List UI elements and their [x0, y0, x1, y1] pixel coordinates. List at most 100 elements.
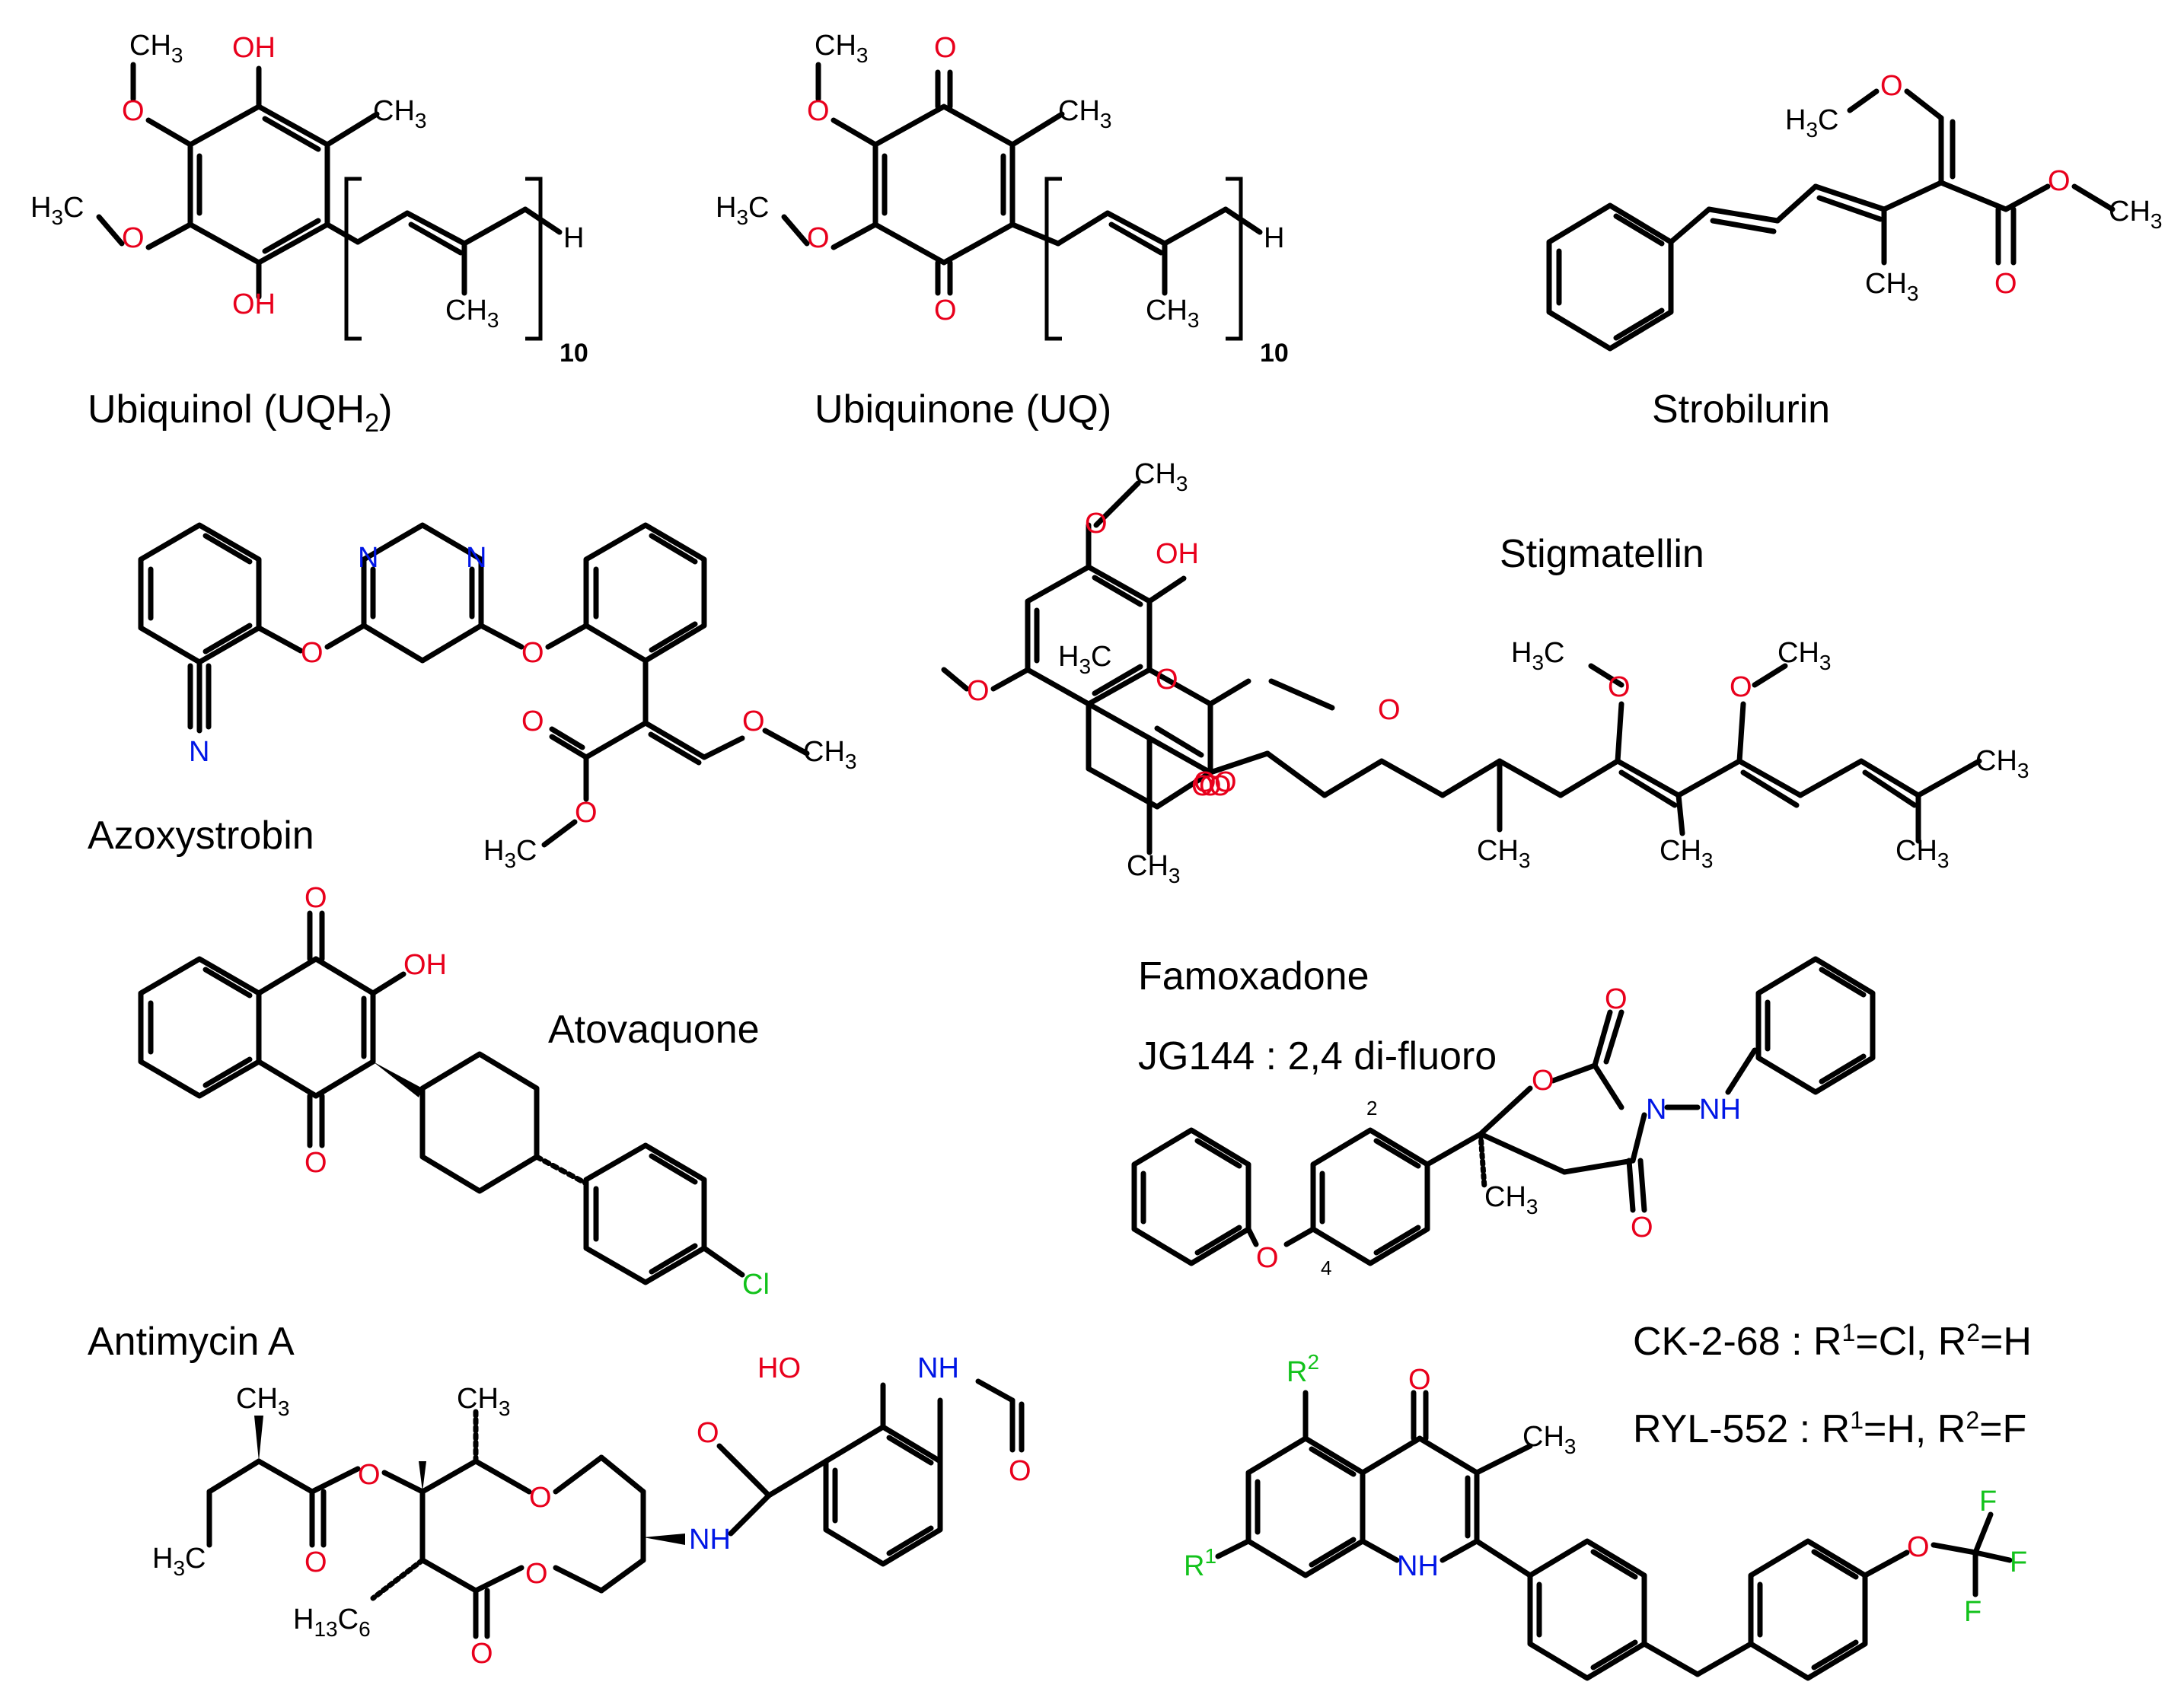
atom-f: F — [2010, 1546, 2027, 1578]
svg-text:R2: R2 — [1286, 1350, 1319, 1388]
caption-antimycin: Antimycin A — [88, 1320, 295, 1364]
atom-n: N — [466, 542, 486, 574]
caption-strobilurin: Strobilurin — [1652, 387, 1830, 432]
svg-text:CH3: CH3 — [1058, 95, 1111, 132]
repeat-count: 10 — [1260, 339, 1289, 368]
svg-text:CH3: CH3 — [1865, 268, 1918, 305]
azoxystrobin-structure — [138, 522, 810, 848]
repeat-count: 10 — [560, 339, 588, 368]
svg-text:OH: OH — [232, 288, 276, 320]
atom-o: O — [1730, 671, 1752, 703]
atom-o: O — [575, 797, 598, 829]
svg-text:CH3: CH3 — [373, 95, 426, 132]
atom-o: O — [807, 222, 830, 254]
atom-nh: NH — [1699, 1094, 1741, 1126]
atom-ho: HO — [757, 1352, 801, 1384]
atom-o: O — [1880, 70, 1903, 102]
atom-o: O — [304, 882, 327, 914]
svg-text:H3C: H3C — [30, 192, 84, 229]
caption-ck-2-68: CK-2-68 : R1=Cl, R2=H — [1633, 1319, 2032, 1364]
atom-n: N — [189, 736, 209, 768]
svg-text:OH: OH — [232, 32, 276, 64]
atom-nh: NH — [917, 1352, 959, 1384]
stigmatellin-structure — [941, 480, 1982, 855]
svg-text:CH3: CH3 — [236, 1383, 289, 1420]
svg-text:H3C: H3C — [483, 835, 537, 872]
atom-nh: NH — [689, 1524, 731, 1556]
atom-n: N — [1646, 1094, 1666, 1126]
atom-o: O — [358, 1459, 381, 1491]
atom-nh: NH — [1397, 1550, 1439, 1582]
svg-text:CH3: CH3 — [2109, 196, 2162, 233]
atom-o: O — [1199, 770, 1222, 802]
svg-text:H3C: H3C — [716, 192, 769, 229]
atom-n: N — [358, 542, 378, 574]
atom-o: O — [1209, 770, 1232, 802]
caption-azoxystrobin: Azoxystrobin — [88, 814, 314, 858]
svg-text:H3C: H3C — [1511, 637, 1564, 674]
atom-o: O — [1191, 770, 1214, 802]
atom-o: O — [1378, 694, 1401, 726]
atom-o: O — [1608, 671, 1631, 703]
atom-o: O — [470, 1638, 493, 1670]
caption-jg144: JG144 : 2,4 di-fluoro — [1138, 1034, 1497, 1078]
caption-ryl-552: RYL-552 : R1=H, R2=F — [1633, 1406, 2026, 1451]
svg-text:H3C: H3C — [1058, 641, 1111, 678]
caption-ubiquinone: Ubiquinone (UQ) — [815, 387, 1111, 432]
atom-o: O — [304, 1546, 327, 1578]
atom-o: O — [1085, 508, 1108, 540]
atom-oh: OH — [1156, 538, 1199, 570]
ring-position-2: 2 — [1366, 1097, 1377, 1120]
svg-text:CH3: CH3 — [1975, 745, 2029, 782]
atom-o: O — [122, 222, 145, 254]
atom-f: F — [1979, 1486, 1997, 1518]
caption-famoxadone: Famoxadone — [1138, 954, 1369, 999]
atom-o: O — [521, 705, 544, 737]
atom-o: O — [967, 675, 990, 707]
strobilurin-structure — [1546, 88, 2115, 352]
svg-text:CH3: CH3 — [1895, 835, 1949, 872]
atom-o: O — [1009, 1455, 1031, 1487]
svg-text:CH3: CH3 — [1146, 295, 1199, 332]
atom-oh: OH — [232, 32, 276, 64]
atom-o: O — [697, 1417, 719, 1449]
caption-atovaquone: Atovaquone — [548, 1008, 760, 1052]
atom-cl: Cl — [742, 1269, 770, 1301]
svg-text:H13C6: H13C6 — [293, 1604, 371, 1641]
atom-o: O — [1907, 1531, 1930, 1563]
atom-o: O — [529, 1482, 552, 1514]
svg-text:CH3: CH3 — [803, 736, 856, 773]
caption-stigmatellin: Stigmatellin — [1500, 532, 1704, 576]
antimycin-structure — [206, 1378, 1025, 1639]
atovaquone-structure — [138, 910, 745, 1285]
svg-text:CH3: CH3 — [1777, 637, 1831, 674]
atom-f: F — [1964, 1596, 1982, 1628]
svg-text:CH3: CH3 — [1522, 1421, 1576, 1458]
svg-text:CH3: CH3 — [1127, 850, 1180, 887]
ubiquinone-structure — [781, 62, 1263, 341]
svg-text:CH3: CH3 — [1477, 835, 1530, 872]
svg-text:CH3: CH3 — [129, 30, 183, 67]
atom-o: O — [807, 95, 830, 127]
ubiquinol-structure — [96, 62, 563, 341]
atom-o: O — [1532, 1065, 1554, 1097]
atom-o: O — [1156, 664, 1178, 696]
atom-o: O — [304, 1147, 327, 1179]
svg-text:CH3: CH3 — [1134, 458, 1188, 495]
atom-o: O — [2048, 165, 2071, 197]
atom-o: O — [122, 95, 145, 127]
svg-text:CH3: CH3 — [1484, 1181, 1538, 1218]
svg-text:R1: R1 — [1184, 1544, 1216, 1582]
atom-o: O — [301, 637, 324, 669]
atom-h: H — [563, 222, 584, 254]
atom-oh: OH — [403, 949, 447, 981]
svg-text:CH3: CH3 — [815, 30, 868, 67]
svg-text:CH3: CH3 — [457, 1383, 510, 1420]
atom-o: O — [742, 705, 765, 737]
svg-text:O: O — [122, 95, 145, 127]
atom-o: O — [1256, 1242, 1279, 1274]
ck-2-68-structure — [1215, 1390, 2013, 1681]
svg-text:CH3: CH3 — [1660, 835, 1713, 872]
atom-h: H — [1264, 222, 1284, 254]
atom-o: O — [521, 637, 544, 669]
